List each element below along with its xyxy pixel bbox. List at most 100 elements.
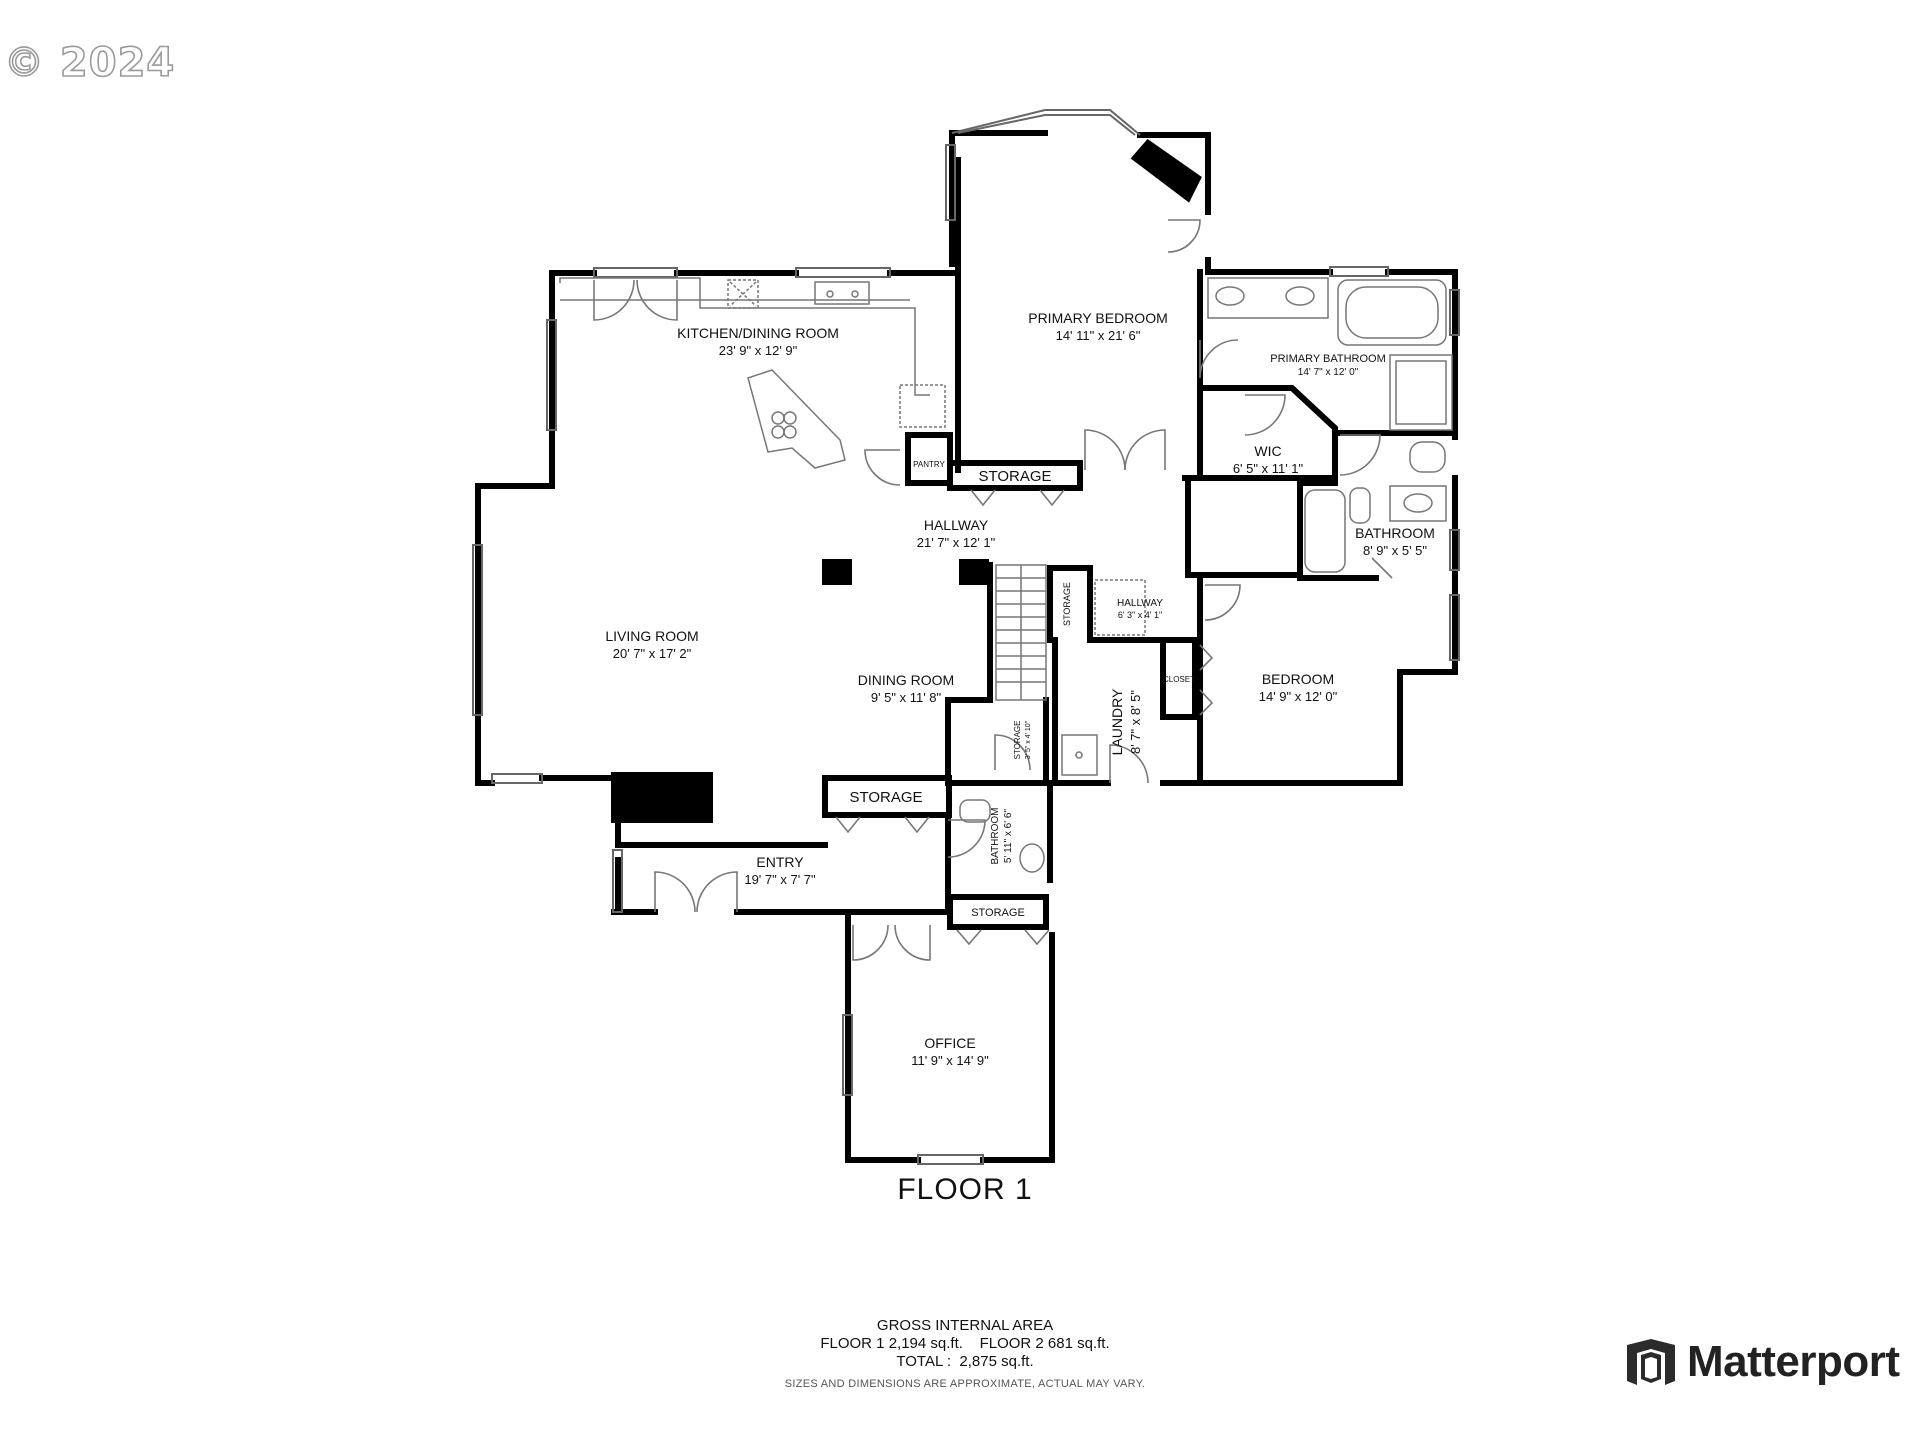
toilet-icon (1409, 441, 1446, 473)
door-swing (1109, 744, 1149, 784)
wall (845, 909, 921, 1163)
room-name-wic: WIC (1254, 443, 1281, 459)
room-dims-small-hallway: 6' 3" x 4' 1" (1118, 610, 1162, 620)
room-dims-office: 11' 9" x 14' 9" (911, 1053, 989, 1068)
room-name-pantry: PANTRY (913, 460, 945, 469)
room-dims-entry: 19' 7" x 7' 7" (744, 872, 816, 887)
room-dims-living-room: 20' 7" x 17' 2" (613, 646, 692, 661)
windows (472, 109, 1460, 1165)
door-swing (864, 449, 901, 486)
wall (1385, 269, 1458, 440)
washer-icon (1075, 751, 1083, 759)
window (1449, 594, 1460, 661)
room-name-office: OFFICE (924, 1035, 975, 1051)
kitchen-island (747, 369, 846, 469)
floor-title: FLOOR 1 (897, 1173, 1033, 1206)
door-swing (654, 871, 696, 913)
gia-disclaimer: SIZES AND DIMENSIONS ARE APPROXIMATE, AC… (784, 1378, 1146, 1390)
gross-internal-area: GROSS INTERNAL AREA FLOOR 1 2,194 sq.ft.… (0, 1317, 1920, 1393)
door-swing (1024, 929, 1050, 946)
door-swing (1084, 429, 1126, 471)
room-name-primary-bathroom: PRIMARY BATHROOM (1270, 353, 1386, 365)
room-name-entry: ENTRY (756, 854, 804, 870)
window (1449, 529, 1460, 571)
room-dims-storage-small: 3' 5" x 4' 10" (1025, 720, 1032, 759)
window (472, 544, 483, 716)
window (945, 144, 956, 221)
sink-icon (1403, 493, 1433, 513)
burner-icon (783, 425, 797, 439)
door-swing (904, 816, 930, 834)
door-swing (1039, 489, 1065, 507)
washer-icon (1061, 734, 1098, 776)
gia-total: TOTAL : 2,875 sq.ft. (896, 1353, 1034, 1370)
bay-window (951, 109, 1141, 136)
wall (1137, 132, 1211, 215)
bathtub-icon (1337, 279, 1447, 346)
column (822, 559, 852, 585)
wall (1197, 385, 1338, 481)
wall (980, 932, 1055, 1163)
shower-icon (1395, 360, 1447, 425)
cooktop-icon (729, 281, 757, 307)
room-name-bathroom-upper: BATHROOM (1355, 525, 1435, 541)
brand-name: Matterport (1687, 1337, 1900, 1386)
window (491, 773, 543, 784)
room-dims-bathroom-upper: 8' 9" x 5' 5" (1363, 543, 1427, 558)
room-dims-bathroom-lower: 5' 11" x 6' 6" (1003, 809, 1014, 864)
room-name-living-room: LIVING ROOM (605, 628, 698, 644)
laundry-storage (1094, 579, 1146, 636)
gia-floors: FLOOR 1 2,194 sq.ft. FLOOR 2 681 sq.ft. (820, 1335, 1110, 1352)
room-name-storage-hall: STORAGE (978, 468, 1051, 485)
room-dims-primary-bedroom: 14' 11" x 21' 6" (1056, 328, 1141, 343)
sink-icon (851, 290, 859, 298)
bay-window (957, 114, 1136, 136)
sink-icon (826, 290, 834, 298)
room-dims-primary-bathroom: 14' 7" x 12' 0" (1298, 367, 1359, 378)
room-labels: KITCHEN/DINING ROOM 23' 9" x 12' 9" PRIM… (605, 310, 1435, 1068)
door-swing (1199, 644, 1214, 671)
column (959, 559, 989, 585)
sink-icon (1215, 286, 1245, 306)
sink-icon (814, 281, 870, 305)
wall (949, 130, 1048, 163)
sink-icon (1019, 843, 1045, 873)
stairs (995, 564, 1047, 701)
wall (945, 780, 1053, 883)
door-swing (1339, 434, 1381, 476)
fireplace-corner (1130, 138, 1202, 203)
door-swing (852, 924, 889, 961)
window (593, 267, 678, 278)
burner-icon (771, 425, 785, 439)
matterport-logo-icon (1627, 1339, 1675, 1385)
vanity (1389, 485, 1447, 522)
fireplace (611, 772, 713, 823)
bathtub-icon (1304, 489, 1346, 573)
window (1449, 289, 1460, 336)
room-name-laundry: LAUNDRY (1109, 688, 1125, 755)
doors (593, 219, 1393, 961)
door-swing (1124, 429, 1166, 471)
room-dims-wic: 6' 5" x 11' 1" (1233, 461, 1304, 476)
copyright-watermark: © 2024 (3, 39, 176, 87)
wall (974, 562, 993, 703)
door-swing (1244, 394, 1286, 436)
toilet-icon (1349, 487, 1371, 524)
window (546, 319, 557, 431)
door-swing (994, 734, 1031, 771)
matterport-brand: Matterport (1625, 1337, 1900, 1387)
toilet-icon (959, 799, 991, 823)
door-swing (947, 819, 986, 858)
fixtures (559, 277, 1453, 873)
door-swing (970, 489, 996, 507)
vanity (1207, 277, 1329, 319)
window (1329, 266, 1389, 277)
door-swing (956, 929, 982, 946)
gia-heading: GROSS INTERNAL AREA (876, 1317, 1054, 1334)
window (842, 1014, 853, 1096)
wall (945, 697, 993, 786)
room-name-primary-bedroom: PRIMARY BEDROOM (1028, 310, 1168, 326)
door-swing (636, 279, 678, 321)
room-name-storage-entry: STORAGE (849, 789, 922, 806)
room-name-closet: CLOSET (1163, 675, 1195, 684)
